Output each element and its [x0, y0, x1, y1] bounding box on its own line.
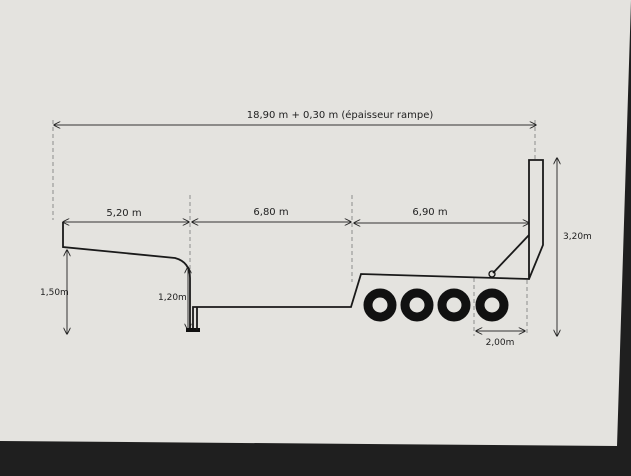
- landing-leg-foot: [186, 328, 200, 332]
- ramp-height-label: 3,20m: [563, 232, 592, 242]
- gooseneck-height-label: 1,50m: [40, 288, 69, 298]
- reference-lines: [52, 120, 536, 336]
- total-length-label: 18,90 m + 0,30 m (épaisseur rampe): [247, 109, 434, 121]
- ramp-strut: [492, 234, 530, 274]
- wheels: [363, 288, 509, 322]
- ramp-hinge: [488, 270, 496, 278]
- wheel: [475, 288, 509, 322]
- deck-height-label: 1,20m: [158, 293, 187, 303]
- wheel: [363, 288, 397, 322]
- segment-3-label: 6,90 m: [412, 207, 447, 218]
- segment-2-label: 6,80 m: [253, 207, 288, 218]
- axle-spacing-label: 2,00m: [486, 338, 515, 348]
- paper-sheet: [0, 0, 631, 446]
- wheel: [400, 288, 434, 322]
- segment-1-label: 5,20 m: [106, 208, 141, 219]
- trailer-outline: [62, 159, 544, 330]
- wheel: [437, 288, 471, 322]
